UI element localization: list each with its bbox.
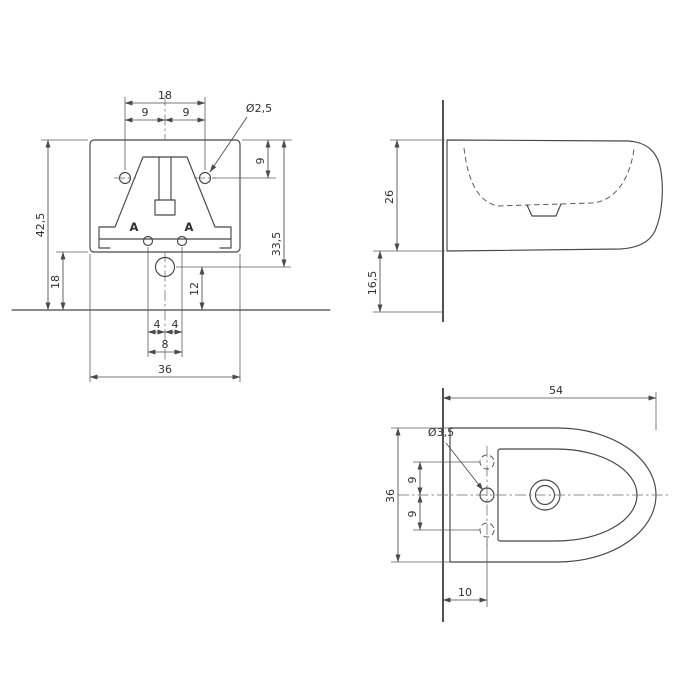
dim-top-hole-gap-upper-label: 9	[406, 477, 419, 484]
side-body-outline	[446, 139, 663, 252]
top-view: Ø3,5 54 36 9 9 10	[384, 384, 668, 622]
dim-front-total-height-label: 42,5	[34, 213, 47, 238]
front-view: A A 18 9 9 Ø2,5 9 33,5 42,5 18 12 4 4 8 …	[11, 89, 331, 382]
side-bowl-hidden-line	[463, 147, 635, 207]
front-hole-diameter-label: Ø2,5	[246, 102, 272, 115]
dim-side-under-height-label: 16,5	[366, 271, 379, 296]
top-hole-diameter-leader	[445, 442, 484, 491]
top-hole-middle	[479, 487, 495, 503]
side-view: 26 16,5	[366, 100, 663, 322]
dim-front-overall-width-label: 36	[158, 363, 172, 376]
dim-front-top-left-half-label: 9	[142, 106, 149, 119]
front-drain-hole	[154, 256, 176, 278]
dim-front-drain-to-base-label: 12	[188, 282, 201, 296]
dim-front-slot-left-label: 4	[154, 318, 161, 331]
dim-front-lower-height-label: 18	[49, 275, 62, 289]
side-drain-detail	[526, 203, 562, 217]
dim-top-overall-width-label: 54	[549, 384, 563, 397]
front-fix-hole-right	[176, 235, 188, 247]
dim-front-hole-drop-label: 9	[254, 158, 267, 165]
dim-front-slot-right-label: 4	[172, 318, 179, 331]
dim-top-wall-offset-label: 10	[458, 586, 472, 599]
side-extension-lines	[373, 139, 445, 313]
section-label-left: A	[130, 220, 139, 234]
top-extension-lines	[391, 392, 657, 607]
front-slot-lines	[158, 156, 172, 201]
top-inner-rim	[497, 448, 638, 542]
front-bracket-hooks	[98, 238, 232, 249]
dim-front-top-width-label: 18	[158, 89, 172, 102]
top-hole-diameter-label: Ø3,5	[428, 426, 454, 439]
dim-front-drain-height-label: 33,5	[270, 232, 283, 257]
dim-front-top-right-half-label: 9	[183, 106, 190, 119]
dim-top-hole-gap-lower-label: 9	[406, 511, 419, 518]
front-slot-box	[154, 199, 176, 216]
dim-side-rim-height-label: 26	[383, 190, 396, 204]
section-label-right: A	[185, 220, 194, 234]
front-hole-diameter-leader	[209, 116, 248, 173]
front-body-outline	[89, 139, 241, 253]
dim-front-slot-total-label: 8	[162, 338, 169, 351]
front-fix-hole-left	[142, 235, 154, 247]
dim-top-overall-depth-label: 36	[384, 489, 397, 503]
